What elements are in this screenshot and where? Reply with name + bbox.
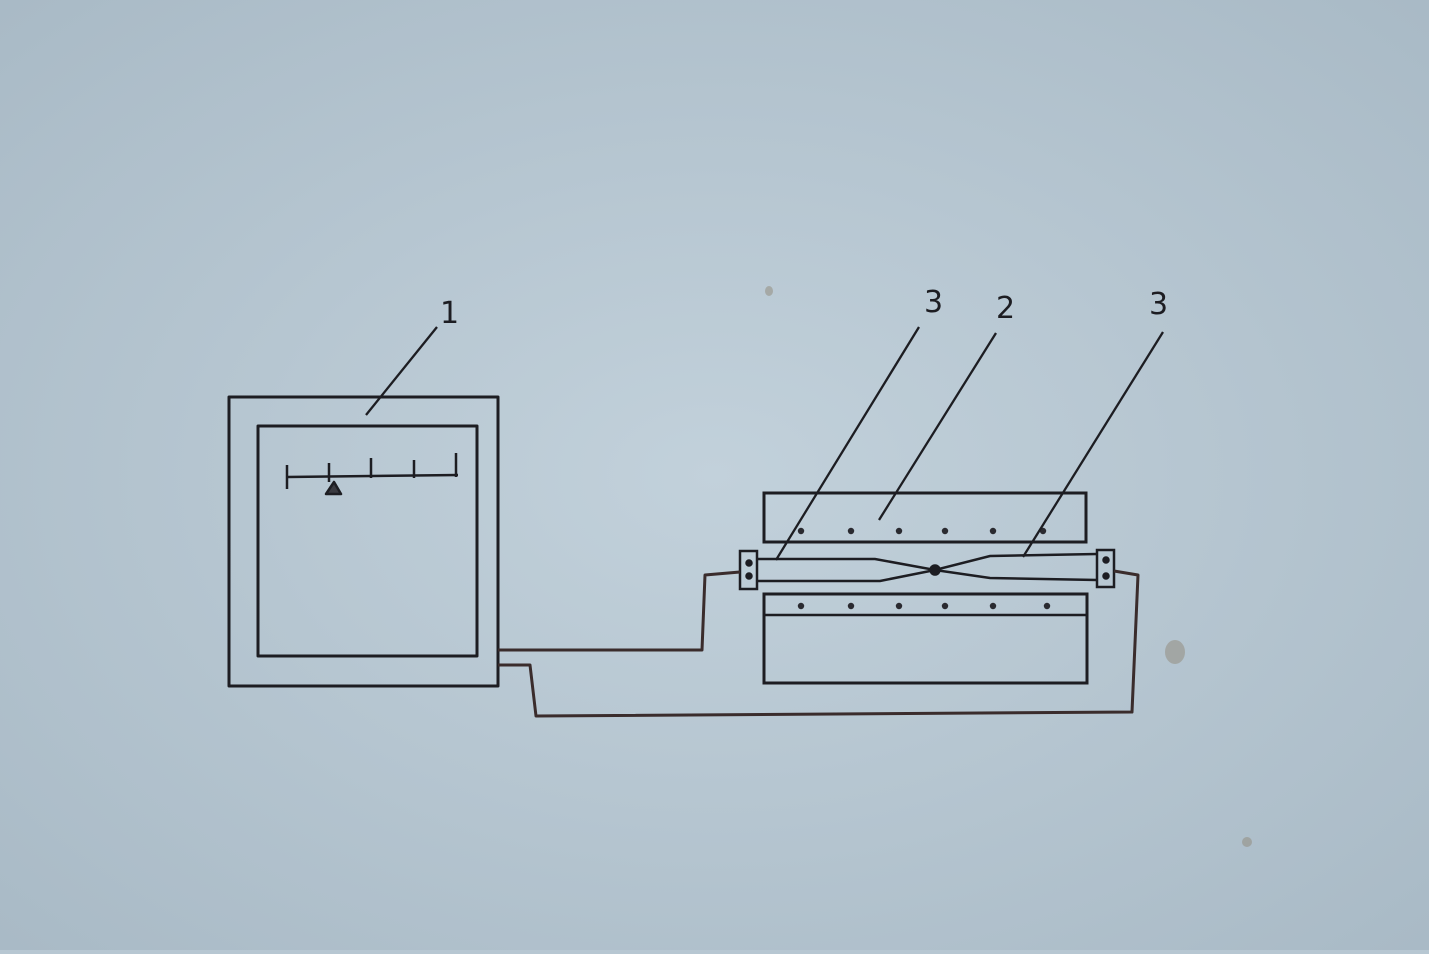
thermocouple-junction [929, 564, 941, 576]
heater-bottom-dots [797, 602, 1051, 610]
leader-line-1 [365, 326, 438, 416]
label-thermocouple-right: 3 [1149, 287, 1168, 322]
heater-block [762, 491, 1089, 685]
paper-smudges [765, 286, 1252, 847]
measuring-device [227, 395, 500, 688]
right-clamp [1095, 548, 1116, 589]
leader-line-3-right [1022, 331, 1164, 558]
cable-to-left-clamp [498, 570, 741, 652]
device-inner-frame [256, 424, 479, 658]
device-outer-frame [227, 395, 500, 688]
label-thermocouple-left: 3 [924, 285, 943, 320]
cable-to-right-clamp [498, 569, 1140, 718]
leader-line-3-left [775, 326, 920, 561]
label-device: 1 [440, 296, 459, 331]
label-heater-block: 2 [996, 291, 1015, 326]
heater-bottom-plate [762, 592, 1089, 685]
connecting-cables [498, 569, 1140, 718]
thermocouple-assembly [738, 548, 1116, 591]
device-scale [285, 453, 459, 489]
leader-lines [365, 326, 1164, 561]
leader-line-2 [878, 332, 997, 521]
left-clamp [738, 549, 759, 591]
heater-top-plate [762, 491, 1088, 544]
pointer-icon [324, 480, 343, 496]
